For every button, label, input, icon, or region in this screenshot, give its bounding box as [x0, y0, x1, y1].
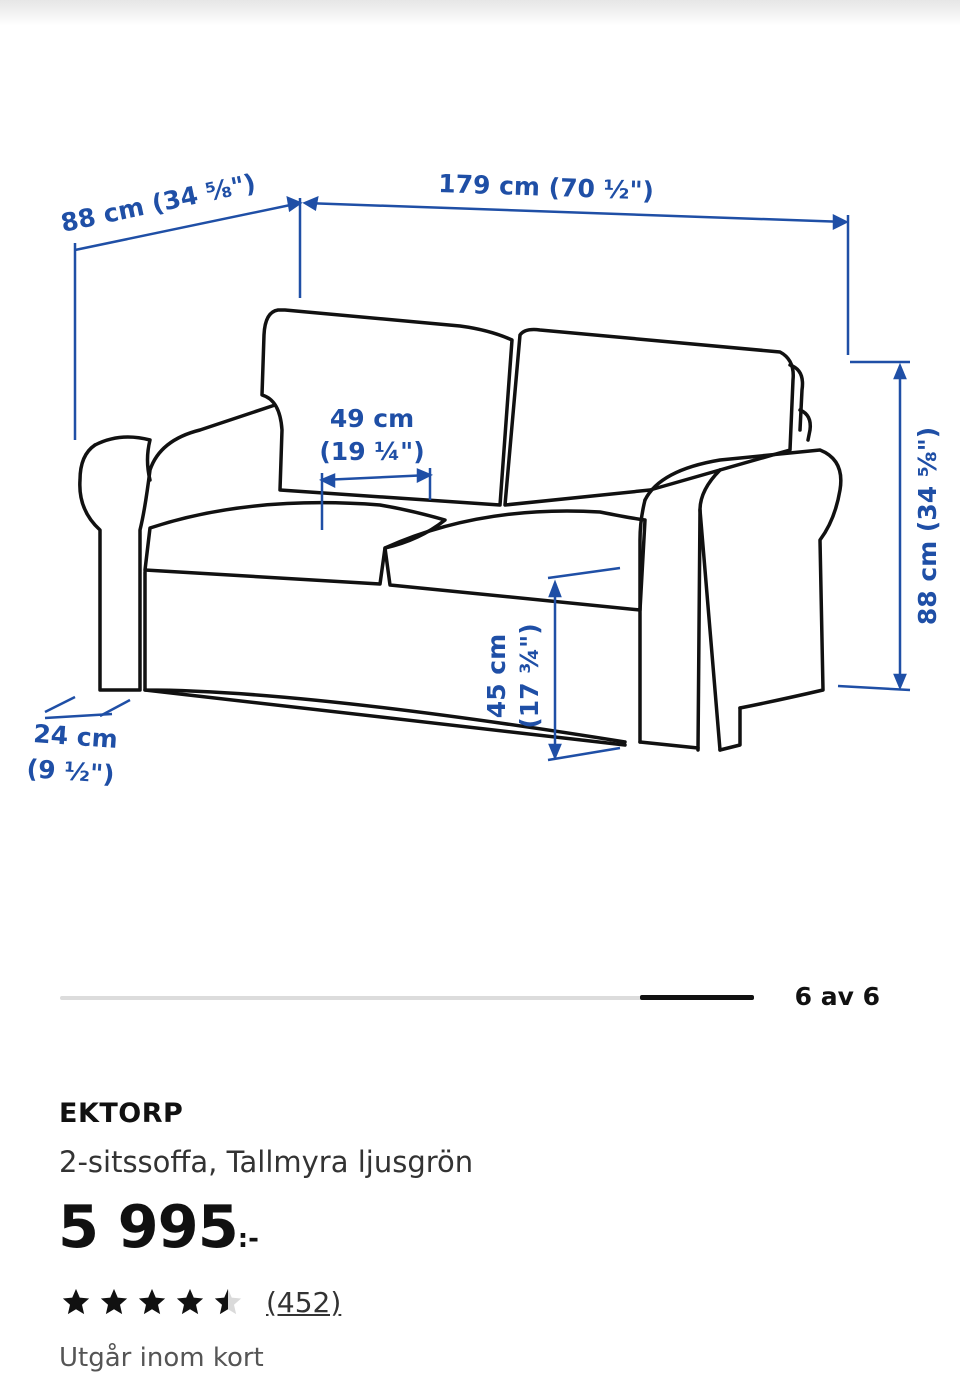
- price-amount: 5 995: [58, 1192, 239, 1261]
- price-suffix: :-: [237, 1224, 259, 1254]
- seat-height-value: 45 cm: [482, 634, 511, 718]
- height-label: 88 cm (34 ⅝"): [913, 427, 942, 625]
- star-full-icon: [176, 1288, 204, 1315]
- sofa-dimension-drawing: 88 cm (34 ⅝") 179 cm (70 ½") 49 cm (19 ¼…: [26, 168, 942, 789]
- product-price: 5 995:-: [58, 1192, 259, 1261]
- review-count-link[interactable]: (452): [266, 1285, 342, 1319]
- seat-depth-value: 49 cm: [330, 404, 414, 433]
- rating-stars: [58, 1287, 248, 1317]
- product-image-dimensions[interactable]: 88 cm (34 ⅝") 179 cm (70 ½") 49 cm (19 ¼…: [0, 0, 960, 960]
- image-carousel-indicator[interactable]: 6 av 6: [60, 980, 900, 1020]
- star-full-icon: [100, 1288, 128, 1315]
- carousel-progress-thumb[interactable]: [640, 995, 754, 1000]
- availability-status: Utgår inom kort: [59, 1343, 264, 1373]
- carousel-counter: 6 av 6: [794, 982, 880, 1011]
- arm-inch: (9 ½"): [26, 754, 116, 789]
- width-label: 179 cm (70 ½"): [438, 169, 655, 206]
- star-half-icon: [214, 1288, 242, 1315]
- seat-height-inch: (17 ¾"): [515, 623, 544, 728]
- arm-value: 24 cm: [32, 719, 118, 754]
- star-full-icon: [62, 1288, 90, 1315]
- depth-label: 88 cm (34 ⅝"): [58, 168, 258, 238]
- carousel-progress-track[interactable]: [60, 996, 754, 1000]
- product-description: 2-sitssoffa, Tallmyra ljusgrön: [59, 1145, 474, 1179]
- top-shadow: [0, 0, 960, 26]
- product-name[interactable]: EKTORP: [59, 1098, 184, 1129]
- star-full-icon: [138, 1288, 166, 1315]
- product-rating[interactable]: (452): [58, 1282, 341, 1322]
- seat-depth-inch: (19 ¼"): [319, 437, 424, 466]
